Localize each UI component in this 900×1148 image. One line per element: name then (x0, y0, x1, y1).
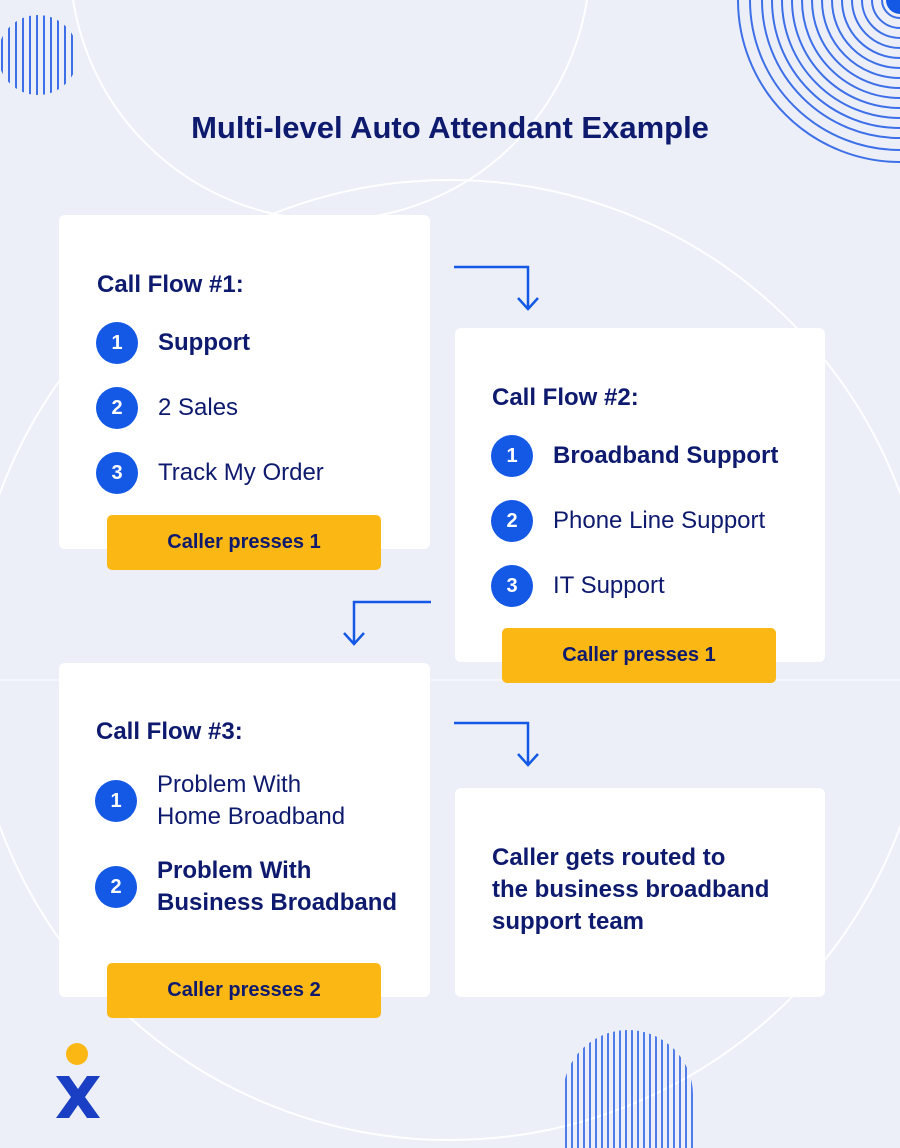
option-number-badge: 3 (96, 452, 138, 494)
option-number-badge: 1 (95, 780, 137, 822)
arrow-flow3-to-result-icon (454, 721, 539, 767)
option-label: Broadband Support (553, 442, 779, 469)
option-label: Track My Order (158, 459, 324, 486)
call-flow-1-option-1: 1 Support (96, 322, 250, 364)
option-label: Problem With Business Broadband (157, 855, 397, 919)
page-title: Multi-level Auto Attendant Example (191, 110, 709, 145)
result-line-1: Caller gets routed to (492, 844, 726, 871)
call-flow-2-option-2: 2 Phone Line Support (491, 500, 765, 542)
call-flow-2-card: Call Flow #2: 1 Broadband Support 2 Phon… (455, 328, 825, 662)
option-label: 2 Sales (158, 394, 239, 421)
option-number-badge: 3 (491, 565, 533, 607)
arrow-flow1-to-flow2-icon (454, 265, 539, 311)
result-line-2: the business broadband (492, 876, 770, 903)
option-label: Problem With Home Broadband (157, 769, 345, 833)
option-label-line-2: Business Broadband (157, 889, 398, 916)
call-flow-1-card: Call Flow #1: 1 Support 2 2 Sales 3 Trac… (59, 215, 430, 549)
option-label-line-1: Problem With (157, 771, 302, 798)
option-number-badge: 1 (491, 435, 533, 477)
call-flow-3-heading: Call Flow #3: (96, 718, 243, 745)
call-flow-1-option-3: 3 Track My Order (96, 452, 324, 494)
caller-presses-1-label-2: Caller presses 1 (502, 628, 776, 683)
caller-presses-1-label: Caller presses 1 (107, 515, 381, 570)
caller-presses-2-label: Caller presses 2 (107, 963, 381, 1018)
result-text: Caller gets routed to the business broad… (492, 842, 802, 938)
call-flow-2-heading: Call Flow #2: (492, 384, 639, 411)
call-flow-3-card: Call Flow #3: 1 Problem With Home Broadb… (59, 663, 430, 997)
call-flow-2-option-3: 3 IT Support (491, 565, 665, 607)
option-number-badge: 2 (95, 866, 137, 908)
call-flow-3-option-2: 2 Problem With Business Broadband (95, 855, 397, 919)
option-label-line-2: Home Broadband (157, 803, 346, 830)
result-card (455, 788, 825, 997)
option-label-line-1: Problem With (157, 857, 312, 884)
call-flow-1-heading: Call Flow #1: (97, 271, 244, 298)
result-line-3: support team (492, 908, 645, 935)
option-number-badge: 2 (491, 500, 533, 542)
company-x-logo-icon (56, 1043, 100, 1118)
option-number-badge: 1 (96, 322, 138, 364)
option-label: IT Support (553, 572, 665, 599)
arrow-flow2-to-flow3-icon (343, 600, 431, 646)
call-flow-2-option-1: 1 Broadband Support (491, 435, 778, 477)
call-flow-3-option-1: 1 Problem With Home Broadband (95, 769, 345, 833)
option-label: Phone Line Support (553, 507, 766, 534)
option-number-badge: 2 (96, 387, 138, 429)
option-label: Support (158, 329, 250, 356)
call-flow-1-option-2: 2 2 Sales (96, 387, 238, 429)
